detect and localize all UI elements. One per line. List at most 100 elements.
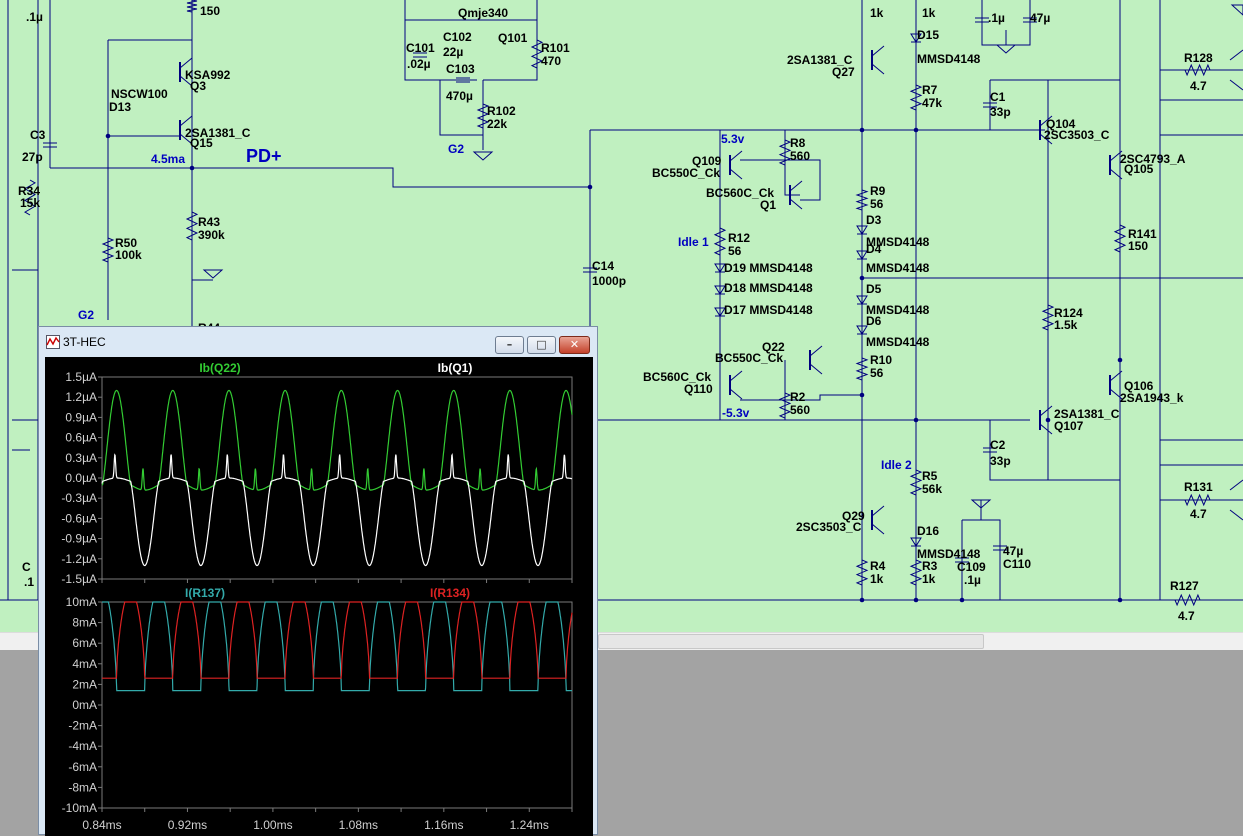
transistor-collector	[179, 115, 193, 127]
label-c-left: C	[22, 560, 31, 574]
junction-dot	[913, 417, 919, 423]
y-tick-label: 6mA	[72, 636, 97, 650]
y-tick-label: -2mA	[68, 719, 97, 733]
resistor-symbol	[855, 189, 869, 211]
wire	[439, 80, 483, 136]
resistor-symbol	[855, 559, 869, 586]
label-q27: Q27	[832, 65, 855, 79]
label-r102: R102	[487, 104, 516, 118]
legend-label: Ib(Q1)	[438, 361, 473, 375]
label-c14-value: 1000p	[592, 274, 627, 288]
label-bc560-q110: BC560C_Ck	[643, 370, 712, 384]
label-c109: C109	[957, 560, 986, 574]
wire	[740, 159, 821, 201]
junction-dot	[859, 127, 865, 133]
y-tick-label: -4mA	[68, 739, 97, 753]
y-tick-label: -1.5µA	[61, 572, 97, 586]
label-ksa992: KSA992	[185, 68, 231, 82]
junction-dot	[105, 133, 111, 139]
label-r5: R5	[922, 469, 938, 483]
transistor-collector	[179, 57, 193, 69]
resistor-symbol	[778, 392, 792, 419]
plot-pane-frame	[101, 601, 573, 809]
label-r4: R4	[870, 559, 886, 573]
resistor-symbol	[1184, 63, 1211, 77]
label-r7: R7	[922, 83, 938, 97]
label-r12: R12	[728, 231, 751, 245]
y-tick-label: 2mA	[72, 677, 97, 691]
resistor-symbol	[530, 39, 544, 69]
label-c2-value: 33p	[990, 454, 1011, 468]
y-tick-label: 10mA	[66, 595, 97, 609]
resistor-symbol	[778, 139, 792, 166]
y-tick-label: -8mA	[68, 780, 97, 794]
junction-dot	[1045, 417, 1051, 423]
label-mmsd-d5: MMSD4148	[866, 303, 930, 317]
transistor-collector	[809, 345, 823, 357]
label-d18: D18 MMSD4148	[724, 281, 813, 295]
plot-window-title: 3T-HEC	[63, 335, 106, 349]
scrollbar-thumb[interactable]	[598, 634, 984, 649]
label-c101-value: .02µ	[407, 57, 431, 71]
junction-dot	[189, 165, 195, 171]
label-2sc3503-q104: 2SC3503_C	[1044, 128, 1110, 142]
label-c101: C101	[406, 41, 435, 55]
x-tick-label: 1.16ms	[424, 818, 463, 832]
trace-ir134	[102, 601, 573, 679]
junction-dot	[959, 597, 965, 603]
label-q105: Q105	[1124, 162, 1154, 176]
label-r5-value: 56k	[922, 482, 943, 496]
junction-dot	[859, 275, 865, 281]
transistor-emitter	[809, 363, 823, 375]
label-d5: D5	[866, 282, 882, 296]
label-bc550-q22: BC550C_Ck	[715, 351, 784, 365]
label-r4-value: 1k	[870, 572, 884, 586]
y-tick-label: -0.6µA	[61, 511, 97, 525]
label-r131-value: 4.7	[1190, 507, 1207, 521]
label-c-top2: 47µ	[1030, 11, 1051, 25]
label-2sa1381-q27: 2SA1381_C	[787, 53, 853, 67]
junction-dot	[859, 392, 865, 398]
label-r141: R141	[1128, 227, 1157, 241]
label-q107: Q107	[1054, 419, 1084, 433]
minimize-button[interactable]: –	[495, 336, 524, 354]
resistor-symbol	[476, 103, 490, 129]
label-d6: D6	[866, 314, 882, 328]
resistor-symbol	[713, 227, 727, 256]
wire	[1229, 79, 1243, 91]
label-c102: C102	[443, 30, 472, 44]
x-tick-label: 1.24ms	[510, 818, 549, 832]
ground-symbol	[995, 44, 1017, 54]
label-g2-left: G2	[78, 308, 95, 322]
label-5-3v: 5.3v	[721, 132, 745, 146]
maximize-button[interactable]: □	[527, 336, 556, 354]
trace-ibq22	[101, 389, 573, 491]
transistor-emitter	[729, 388, 743, 400]
label-r43-value: 390k	[198, 228, 225, 242]
label-r124: R124	[1054, 306, 1083, 320]
y-tick-label: -0.3µA	[61, 491, 97, 505]
wire	[50, 167, 590, 188]
diode-symbol	[910, 33, 922, 43]
label-mmsd-d4: MMSD4148	[866, 261, 930, 275]
diode-symbol	[856, 295, 868, 305]
label-c3-value: 27p	[22, 150, 43, 164]
transistor-emitter	[179, 133, 193, 145]
junction-dot	[1117, 357, 1123, 363]
close-button[interactable]: ✕	[559, 336, 590, 354]
label-nscw100: NSCW100	[111, 87, 168, 101]
legend-label: I(R134)	[430, 586, 470, 600]
trace-ir137	[102, 601, 572, 692]
y-tick-label: 4mA	[72, 657, 97, 671]
label-2sc4793: 2SC4793_A	[1120, 152, 1186, 166]
label-r127-value: 4.7	[1178, 609, 1195, 623]
label-r128: R128	[1184, 51, 1213, 65]
wire	[989, 420, 1048, 481]
label-c2: C2	[990, 438, 1006, 452]
label-d15: D15	[917, 28, 940, 42]
label-c102-value: 22µ	[443, 45, 464, 59]
y-tick-label: -1.2µA	[61, 552, 97, 566]
label-q110: Q110	[684, 382, 713, 396]
